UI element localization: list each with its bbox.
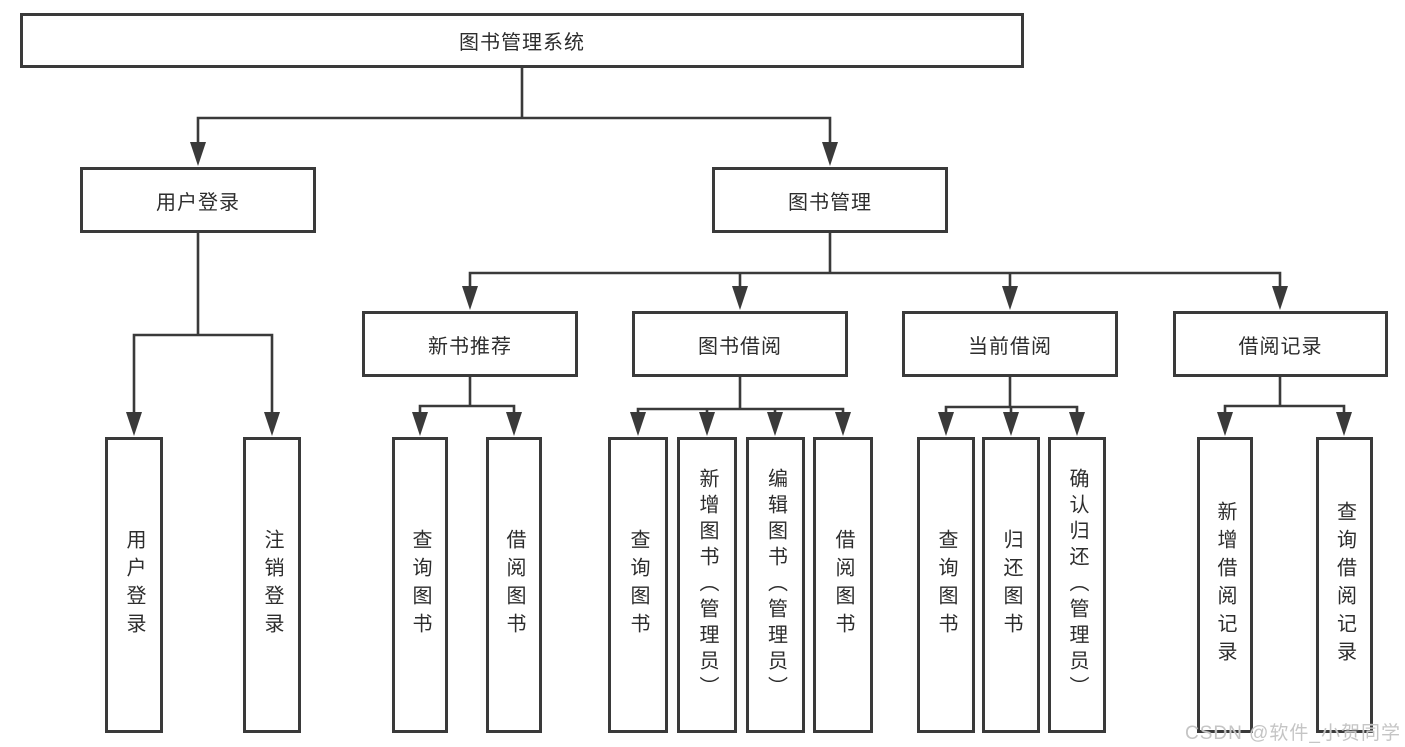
arrowhead [190,142,206,166]
connector-bookborrow-to-leaves [636,377,845,418]
node-book-management: 图书管理 [712,167,948,233]
connector-currentborrow-to-leaves [944,377,1079,418]
leaf-borrow-add-books-admin: 新增图书（管理员） [677,437,737,733]
leaf-records-add-record: 新增借阅记录 [1197,437,1253,733]
arrowhead [1003,412,1019,436]
arrowhead [767,412,783,436]
connector-records-to-leaves [1223,377,1346,418]
node-user-login: 用户登录 [80,167,316,233]
leaf-newbook-borrow-books: 借阅图书 [486,437,542,733]
node-system-root: 图书管理系统 [20,13,1024,68]
arrowhead [264,412,280,436]
leaf-label: 查询图书 [935,529,957,641]
leaf-borrow-edit-books-admin: 编辑图书（管理员） [746,437,805,733]
arrowhead [938,412,954,436]
leaf-label: 新增图书（管理员） [696,468,718,702]
leaf-label: 查询借阅记录 [1333,501,1356,669]
arrowhead [1069,412,1085,436]
arrowhead [699,412,715,436]
arrowhead [732,286,748,310]
leaf-current-confirm-return-admin: 确认归还（管理员） [1048,437,1106,733]
node-book-borrow: 图书借阅 [632,311,848,377]
arrowhead [1217,412,1233,436]
arrowhead [462,286,478,310]
arrowhead [822,142,838,166]
leaf-label: 新增借阅记录 [1214,501,1236,669]
leaf-logout: 注销登录 [243,437,301,733]
connector-newbook-to-leaves [418,377,516,418]
arrowhead [1002,286,1018,310]
leaf-label: 归还图书 [1000,529,1022,641]
leaf-records-query-record: 查询借阅记录 [1316,437,1373,733]
connector-root-to-level2 [196,68,832,150]
node-borrow-records: 借阅记录 [1173,311,1388,377]
arrowhead [412,412,428,436]
leaf-current-query-books: 查询图书 [917,437,975,733]
leaf-current-return-books: 归还图书 [982,437,1040,733]
arrowhead [126,412,142,436]
watermark-text: CSDN @软件_小贺同学 [1185,723,1401,744]
node-current-borrow: 当前借阅 [902,311,1118,377]
leaf-user-login: 用户登录 [105,437,163,733]
arrowhead [630,412,646,436]
leaf-label: 查询图书 [627,529,649,641]
leaf-label: 查询图书 [409,529,431,641]
leaf-label: 借阅图书 [503,529,525,641]
leaf-borrow-query-books: 查询图书 [608,437,668,733]
leaf-label: 注销登录 [261,529,283,641]
leaf-label: 借阅图书 [832,529,854,641]
leaf-label: 编辑图书（管理员） [764,468,787,702]
leaf-label: 用户登录 [123,529,145,641]
node-new-book-recommend: 新书推荐 [362,311,578,377]
arrowhead [835,412,851,436]
connector-userlogin-to-leaves [132,233,274,418]
connector-bookmgmt-to-level3 [468,233,1282,292]
leaf-newbook-query-books: 查询图书 [392,437,448,733]
arrowhead [1336,412,1352,436]
arrowhead [1272,286,1288,310]
leaf-label: 确认归还（管理员） [1066,468,1088,702]
arrowhead [506,412,522,436]
leaf-borrow-borrow-books: 借阅图书 [813,437,873,733]
